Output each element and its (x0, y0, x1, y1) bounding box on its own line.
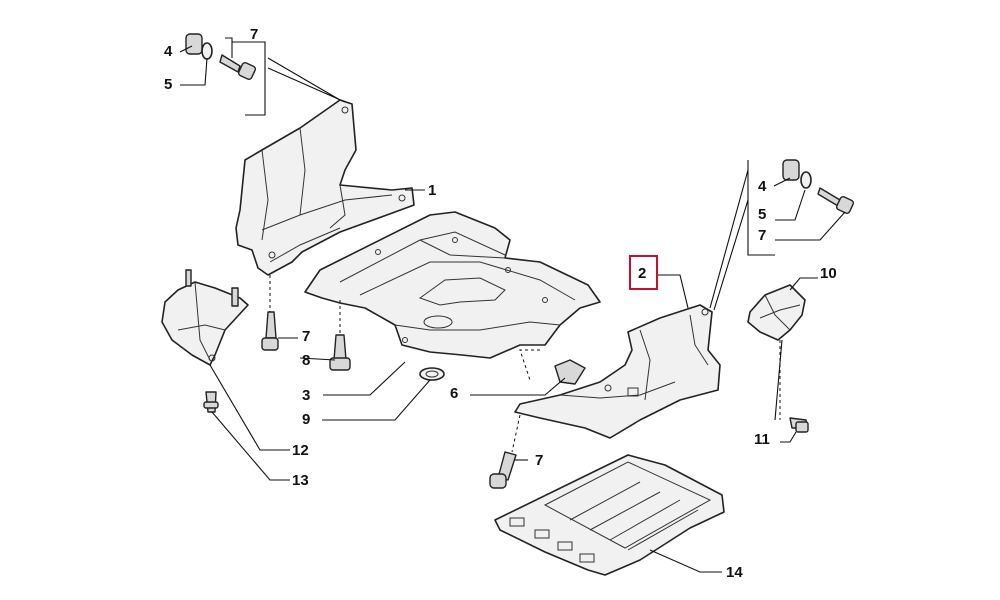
part-14-skid-plate[interactable] (494, 454, 725, 576)
part-9-grommet[interactable] (419, 367, 445, 381)
part-7-bolt-upper[interactable] (219, 54, 257, 81)
part-10-bracket[interactable] (747, 284, 806, 341)
callout-7-mid-left: 7 (302, 328, 310, 345)
part-6-clip[interactable] (554, 359, 586, 385)
callout-12: 12 (292, 442, 309, 459)
leader-lines (179, 37, 846, 573)
part-5-washer-upper[interactable] (201, 42, 213, 60)
callout-8: 8 (302, 352, 310, 369)
part-4-nut-upper[interactable] (185, 33, 203, 55)
part-13-pin[interactable] (203, 391, 219, 413)
part-12-bracket[interactable] (161, 269, 249, 366)
callout-2[interactable]: 2 (638, 265, 646, 282)
callout-7-lower: 7 (535, 452, 543, 469)
part-1-splash-shield[interactable] (235, 99, 415, 276)
callout-4-upper: 4 (164, 43, 173, 60)
callout-9: 9 (302, 411, 310, 428)
callout-2-highlight-box[interactable] (629, 255, 658, 290)
part-2-side-shield[interactable] (514, 304, 721, 439)
part-7-bolt-right[interactable] (817, 187, 855, 215)
callout-3: 3 (302, 387, 310, 404)
callout-14: 14 (726, 564, 743, 581)
callout-1: 1 (428, 182, 436, 199)
callout-4-right: 4 (758, 178, 767, 195)
callout-labels: 4 5 7 1 4 5 7 10 7 8 3 9 6 11 12 7 13 14… (164, 26, 837, 581)
part-3-under-tray[interactable] (304, 211, 601, 359)
part-4-nut-right[interactable] (782, 159, 800, 181)
callout-11: 11 (754, 431, 770, 448)
callout-7-upper: 7 (250, 26, 258, 43)
callout-10: 10 (820, 265, 837, 282)
part-7-bolt-lower[interactable] (489, 451, 517, 489)
part-11-screw[interactable] (789, 417, 809, 433)
callout-5-right: 5 (758, 206, 766, 223)
callout-5-upper: 5 (164, 76, 172, 93)
part-7-bolt-mid-left[interactable] (261, 311, 279, 351)
part-8-screw[interactable] (329, 334, 351, 371)
callout-6: 6 (450, 385, 458, 402)
callout-13: 13 (292, 472, 309, 489)
part-5-washer-right[interactable] (800, 171, 812, 189)
callout-7-right: 7 (758, 227, 766, 244)
